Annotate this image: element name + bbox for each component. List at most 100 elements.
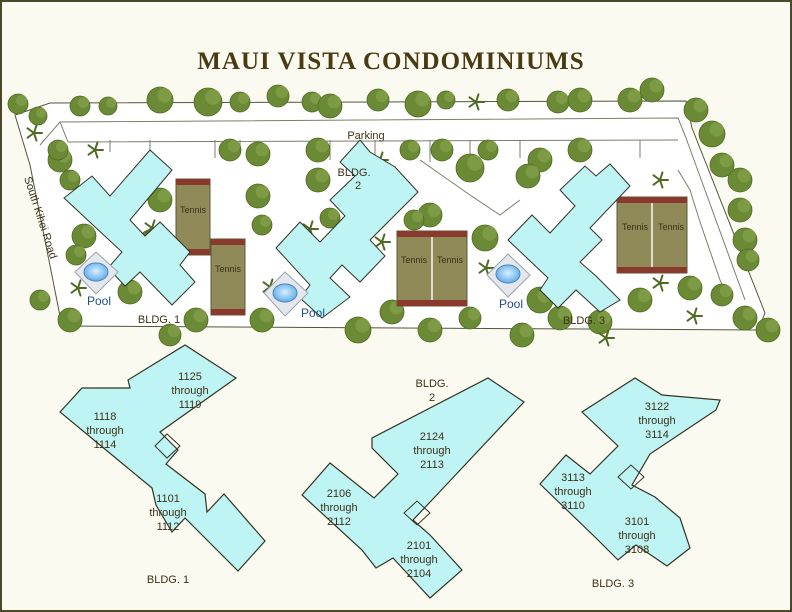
bldg2-wing-top-through: through	[413, 445, 450, 457]
tree-highlight	[742, 307, 756, 321]
tree-highlight	[555, 92, 568, 105]
tree-highlight	[327, 95, 341, 109]
tennis-label: Tennis	[622, 222, 649, 232]
tree-highlight	[227, 140, 240, 153]
site-bldg3-label: BLDG. 3	[563, 315, 605, 327]
pool-label: Pool	[301, 306, 325, 320]
tree-highlight	[68, 171, 79, 182]
tree-highlight	[255, 185, 269, 199]
bldg2-wing-bottom-to: 2104	[407, 568, 431, 580]
detail-bldg2-label-line2: 2	[429, 392, 435, 404]
tree-highlight	[577, 139, 591, 153]
bldg1-wing-top-through: through	[171, 385, 208, 397]
pool-label: Pool	[499, 297, 523, 311]
tree-highlight	[537, 149, 551, 163]
pool-label: Pool	[87, 294, 111, 308]
bldg1-wing-bottom-through: through	[149, 507, 186, 519]
palm-icon	[468, 93, 485, 111]
tennis-label: Tennis	[180, 205, 207, 215]
tree-highlight	[709, 122, 724, 137]
site-building-2	[275, 139, 419, 319]
tree-highlight	[81, 225, 95, 239]
bldg3-wing-left-to: 3110	[561, 500, 585, 512]
detail-building-1: 1125 through 1119 1118 through 1114 1101…	[59, 344, 266, 586]
tree-highlight	[637, 289, 651, 303]
tennis-label: Tennis	[401, 255, 428, 265]
tree-highlight	[36, 107, 47, 118]
bldg2-wing-left-to: 2112	[327, 516, 351, 528]
tree-highlight	[355, 318, 370, 333]
tree-highlight	[505, 90, 518, 103]
tree-highlight	[167, 325, 180, 338]
tree-highlight	[486, 141, 497, 152]
tennis-court-4: Tennis Tennis	[616, 196, 688, 274]
palm-icon	[374, 233, 391, 251]
tree-highlight	[415, 92, 430, 107]
site-bldg2-label-line2: 2	[355, 180, 361, 192]
tree-highlight	[408, 141, 419, 152]
palm-icon	[652, 171, 669, 189]
bldg2-wing-left-from: 2106	[327, 488, 351, 500]
tennis-label: Tennis	[437, 255, 464, 265]
tree-highlight	[444, 91, 455, 102]
site-building-3	[507, 163, 631, 313]
palm-icon	[686, 307, 703, 325]
bldg3-wing-left-from: 3113	[561, 472, 585, 484]
tree-highlight	[106, 97, 117, 108]
bldg3-wing-top-through: through	[638, 415, 675, 427]
palm-icon	[652, 274, 669, 292]
site-building-1	[63, 149, 196, 306]
detail-bldg3-label: BLDG. 3	[592, 578, 634, 590]
tree-highlight	[259, 309, 273, 323]
bldg2-wing-bottom-through: through	[400, 554, 437, 566]
tennis-court-3: Tennis Tennis	[396, 230, 468, 307]
tree-highlight	[74, 246, 85, 257]
tree-highlight	[439, 140, 452, 153]
bldg1-wing-left-through: through	[86, 425, 123, 437]
tree-highlight	[78, 97, 89, 108]
tree-highlight	[687, 277, 701, 291]
bldg1-wing-top-from: 1125	[178, 371, 202, 383]
bldg3-wing-left-through: through	[554, 486, 591, 498]
detail-bldg2-label-line1: BLDG.	[415, 378, 448, 390]
bldg2-wing-top-from: 2124	[420, 431, 444, 443]
tennis-label: Tennis	[658, 222, 685, 232]
bldg3-wing-bottom-through: through	[618, 530, 655, 542]
bldg2-wing-bottom-from: 2101	[407, 540, 431, 552]
tree-highlight	[412, 211, 423, 222]
palm-icon	[26, 124, 43, 142]
bldg1-wing-bottom-to: 1112	[157, 521, 180, 533]
tennis-court-1: Tennis	[175, 178, 211, 256]
map-title: MAUI VISTA CONDOMINIUMS	[197, 48, 584, 75]
tree-highlight	[427, 319, 441, 333]
tennis-court-2: Tennis	[210, 238, 246, 316]
tree-highlight	[737, 169, 751, 183]
bldg1-wing-bottom-from: 1101	[156, 493, 180, 505]
tree-highlight	[238, 93, 249, 104]
tennis-label: Tennis	[215, 264, 242, 274]
palm-icon	[87, 141, 104, 159]
tree-highlight	[16, 95, 27, 106]
site-bldg1-label: BLDG. 1	[138, 314, 180, 326]
tree-highlight	[467, 155, 483, 171]
detail-building-2: BLDG. 2 2124 through 2113 2106 through 2…	[301, 377, 525, 599]
tree-highlight	[205, 89, 221, 105]
bldg1-wing-left-from: 1118	[94, 411, 117, 423]
tree-highlight	[577, 89, 591, 103]
bldg1-wing-top-to: 1119	[179, 399, 202, 411]
bldg3-wing-bottom-from: 3101	[625, 516, 649, 528]
tree-highlight	[255, 143, 269, 157]
tree-highlight	[557, 307, 571, 321]
tree-highlight	[719, 154, 733, 168]
pool-1: Pool	[74, 251, 119, 308]
bldg2-wing-top-to: 2113	[420, 459, 444, 471]
palm-icon	[598, 329, 615, 347]
tree-highlight	[597, 311, 611, 325]
pool-2: Pool	[263, 271, 325, 320]
tree-highlight	[525, 165, 539, 179]
tree-highlight	[519, 324, 533, 338]
bldg3-wing-top-to: 3114	[645, 429, 669, 441]
tree-highlight	[38, 291, 49, 302]
